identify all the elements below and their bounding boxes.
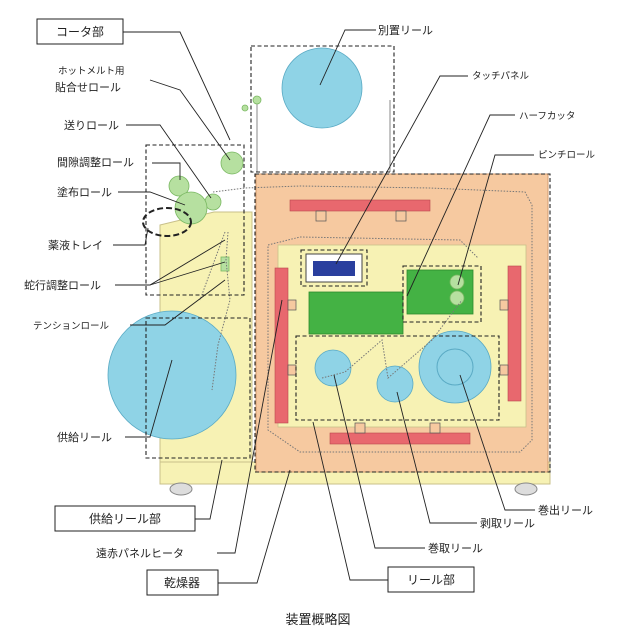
- dryer-label: 乾燥器: [164, 576, 200, 590]
- chemical-tray-outline: [142, 207, 192, 237]
- leader-separate-reel: [319, 29, 376, 86]
- leader-hotmelt: [149, 79, 231, 161]
- bracket: [354, 422, 366, 434]
- peel-reel-label: 剥取リール: [480, 517, 535, 530]
- leader-takeup: [333, 374, 425, 549]
- coater-section-label-box: [36, 18, 124, 45]
- leader-touch-panel: [335, 75, 468, 265]
- meander-adjust-roll-part: [220, 256, 230, 272]
- leader-unwind: [459, 374, 535, 511]
- separate-reel-label: 別置リール: [378, 24, 433, 37]
- diagram-caption: 装置概略図: [285, 612, 350, 628]
- coating-roll-label: 塗布ロール: [57, 185, 112, 199]
- small-roll: [241, 104, 249, 112]
- pinch-roll-top: [449, 274, 465, 290]
- peel-reel-drum: [376, 365, 414, 403]
- leader-half-cutter: [406, 114, 515, 297]
- hotmelt-roll-label-1: ホットメルト用: [58, 66, 125, 77]
- heater-left: [274, 267, 289, 424]
- bracket: [429, 422, 441, 434]
- heater-right: [507, 265, 522, 402]
- separate-reel-drum: [281, 47, 363, 129]
- leader-far-infrared: [217, 299, 283, 554]
- feed-roll-circle: [204, 193, 222, 211]
- tension-roll-label: テンションロール: [33, 321, 110, 332]
- cutter-unit-green: [406, 269, 474, 315]
- touch-panel-label: タッチパネル: [472, 71, 530, 82]
- reel-section-box: [295, 335, 500, 421]
- supply-reel-label: 供給リール: [57, 430, 112, 444]
- dryer-label-box: [146, 569, 219, 596]
- leader-meander-2: [149, 261, 226, 286]
- leader-reel-section: [312, 421, 388, 581]
- coater-section-label: コータ部: [56, 24, 104, 39]
- leader-feed-roll: [126, 124, 212, 199]
- meander-adjust-roll-label: 蛇行調整ロール: [24, 278, 101, 292]
- bracket: [395, 210, 407, 222]
- leader-dryer: [218, 469, 291, 584]
- unwind-reel-label: 巻出リール: [538, 503, 593, 517]
- coater-section-box: [145, 144, 245, 296]
- leader-supply-section: [195, 459, 223, 520]
- supply-reel-drum: [107, 310, 237, 440]
- bracket: [315, 210, 327, 222]
- pinch-roll-bottom: [449, 290, 465, 306]
- supply-reel-section-box: [145, 317, 251, 459]
- bracket: [499, 364, 509, 376]
- leader-chemical-tray: [113, 227, 149, 246]
- hotmelt-lamination-roll: [220, 151, 244, 175]
- foot-left: [169, 482, 193, 496]
- touch-panel-box: [300, 249, 368, 287]
- bracket: [499, 299, 509, 311]
- heater-bottom: [329, 432, 471, 445]
- gap-adjust-roll-circle: [168, 175, 190, 197]
- foot-right: [514, 482, 538, 496]
- supply-reel-section-label: 供給リール部: [89, 511, 161, 526]
- unwind-reel-drum: [418, 330, 492, 404]
- leader-pinch-roll: [457, 154, 534, 286]
- hotmelt-roll-label-2: 貼合せロール: [55, 80, 121, 94]
- web-path: [211, 231, 231, 391]
- leader-peel-reel: [396, 391, 477, 524]
- dryer-section-box: [254, 173, 551, 473]
- reel-section-label-box: [387, 566, 475, 593]
- supply-reel-section-label-box: [54, 505, 196, 532]
- touch-panel-screen: [313, 261, 355, 276]
- heater-top: [289, 199, 431, 212]
- half-cutter-label: ハーフカッタ: [519, 111, 575, 122]
- takeup-reel-drum: [314, 349, 352, 387]
- chemical-tray-label: 薬液トレイ: [48, 238, 103, 252]
- leader-coating-roll: [118, 191, 186, 206]
- small-roll: [252, 95, 262, 105]
- unwind-reel-hub: [436, 348, 474, 386]
- reel-section-label: リール部: [407, 572, 455, 587]
- feed-roll-label: 送りロール: [64, 118, 119, 132]
- leader-gap-adjust: [152, 162, 181, 180]
- web-path: [321, 299, 463, 379]
- pinch-roll-label: ピンチロール: [538, 150, 596, 161]
- web-path: [212, 185, 533, 453]
- leader-coater: [123, 31, 231, 141]
- bracket: [287, 364, 297, 376]
- gap-adjust-roll-label: 間隙調整ロール: [57, 155, 134, 169]
- half-cutter-box: [402, 265, 482, 323]
- control-panel-green: [308, 291, 404, 335]
- leader-tension: [130, 279, 226, 326]
- leader-supply-reel: [125, 359, 173, 438]
- takeup-reel-label: 巻取リール: [428, 542, 483, 555]
- bracket: [287, 299, 297, 311]
- far-infrared-heater-label: 遠赤パネルヒータ: [96, 547, 184, 560]
- separate-reel-section-box: [250, 45, 395, 173]
